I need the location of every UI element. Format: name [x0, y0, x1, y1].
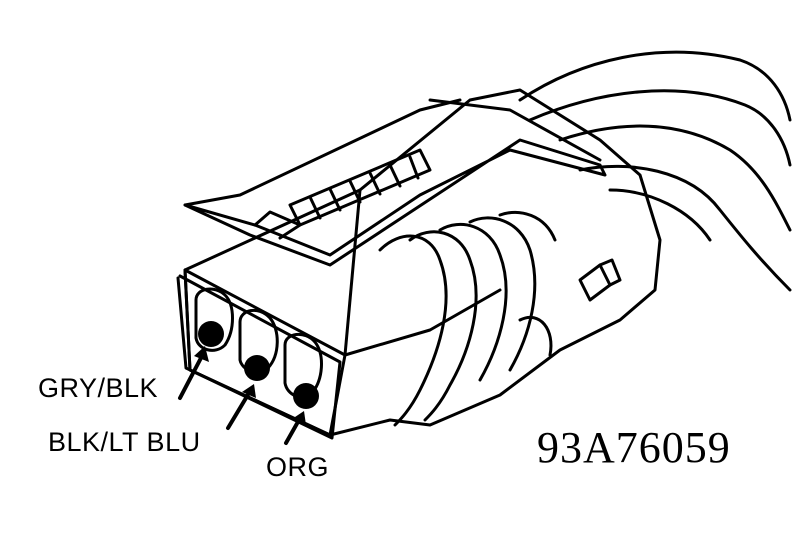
wire-label-gry-blk: GRY/BLK: [38, 373, 159, 403]
figure-number: 93A76059: [537, 423, 731, 472]
arrowhead-blk-lt-blu: [242, 384, 256, 398]
leader-arrow-org: [284, 418, 301, 445]
ribbed-section: [378, 210, 557, 427]
connector-housing: [176, 88, 662, 440]
terminal-pin-1: [198, 321, 224, 347]
terminal-pin-3: [293, 383, 319, 409]
wire-bundle: [518, 50, 792, 292]
terminal-pin-2: [244, 355, 270, 381]
wire-label-org: ORG: [266, 452, 330, 482]
latch-tab: [183, 98, 607, 267]
arrowhead-gry-blk: [194, 346, 209, 362]
side-lug: [578, 258, 622, 302]
wire-label-blk-lt-blu: BLK/LT BLU: [48, 427, 201, 457]
leader-arrow-gry-blk: [178, 354, 204, 400]
arrowhead-org: [292, 411, 306, 425]
leader-arrow-blk-lt-blu: [226, 391, 251, 430]
